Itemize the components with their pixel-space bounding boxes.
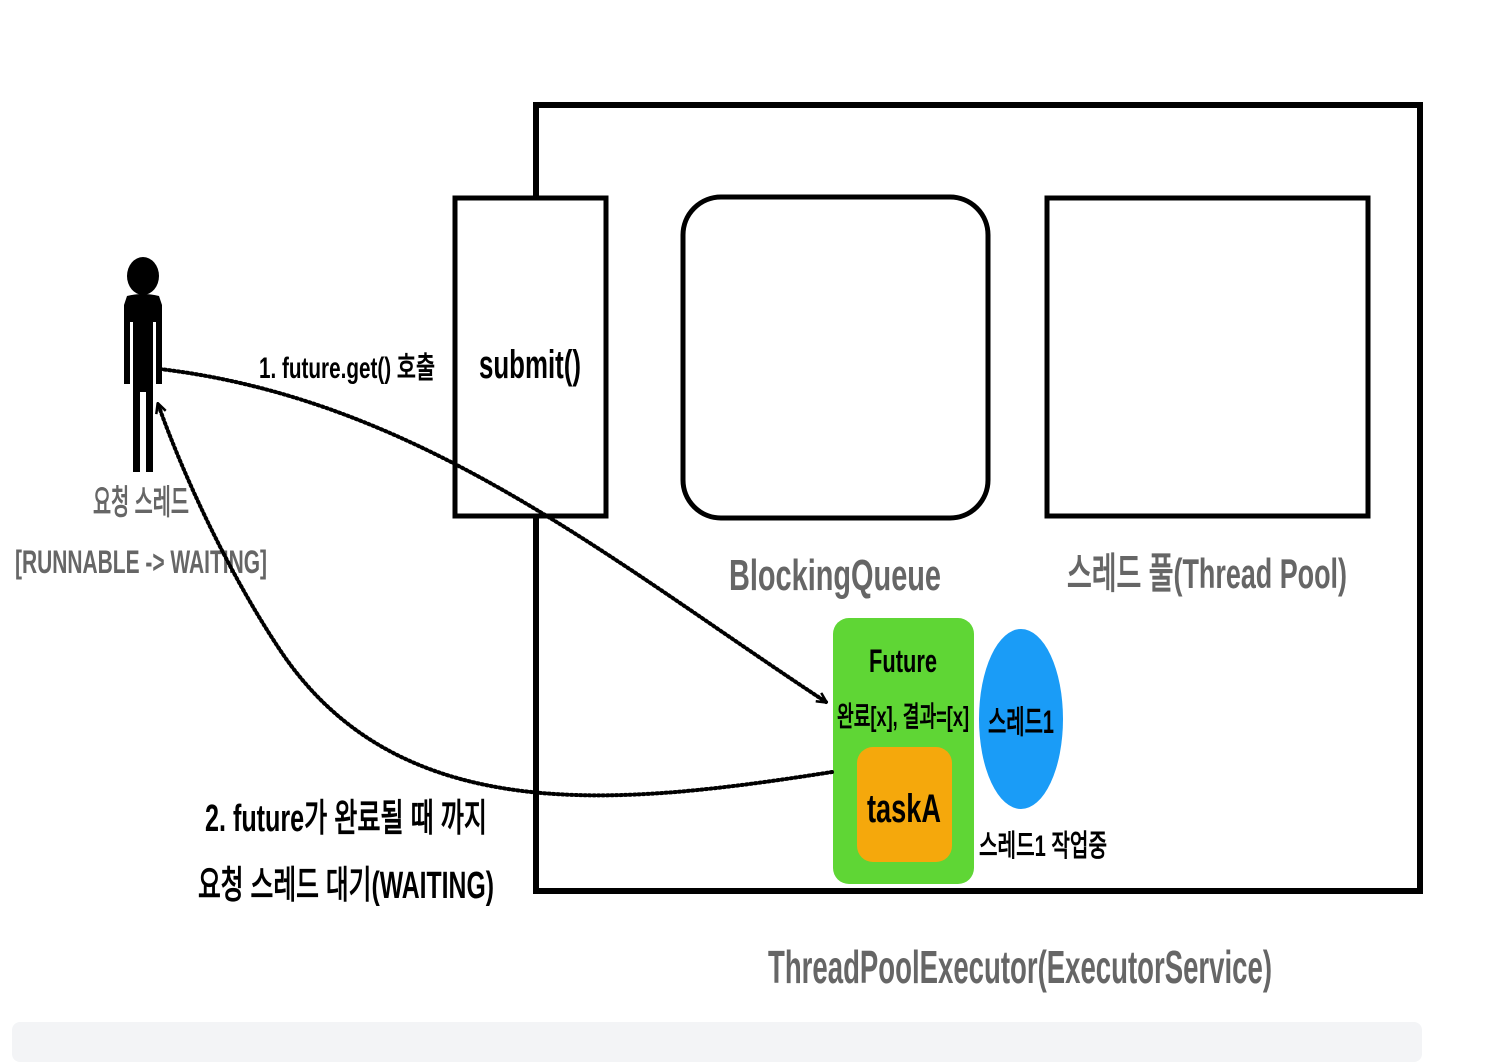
actor-name: 요청 스레드 bbox=[93, 484, 189, 522]
step2-line1: 2. future가 완료될 때 까지 bbox=[205, 798, 487, 840]
thread-pool-box bbox=[1044, 195, 1371, 519]
thread1-label: 스레드1 bbox=[988, 704, 1054, 740]
task-label: taskA bbox=[867, 787, 941, 831]
actor-state: [RUNNABLE -> WAITING] bbox=[15, 544, 267, 580]
actor-body bbox=[124, 294, 162, 472]
step2-line2: 요청 스레드 대기(WAITING) bbox=[198, 865, 494, 907]
task-box bbox=[857, 747, 952, 862]
actor-head bbox=[127, 257, 159, 295]
blocking-queue-label: BlockingQueue bbox=[729, 551, 941, 600]
step1-label: 1. future.get() 호출 bbox=[259, 352, 435, 385]
submit-label: submit() bbox=[479, 343, 581, 387]
future-state: 완료[x], 결과=[x] bbox=[837, 701, 969, 732]
submit-box bbox=[452, 195, 609, 519]
executor-box bbox=[533, 102, 1423, 894]
get-call-arrow bbox=[158, 367, 826, 702]
actor-figure bbox=[124, 257, 162, 472]
thread1-circle bbox=[979, 629, 1063, 809]
future-title: Future bbox=[869, 643, 937, 679]
bottom-bar bbox=[12, 1022, 1422, 1062]
thread1-status: 스레드1 작업중 bbox=[979, 830, 1107, 863]
executor-label: ThreadPoolExecutor(ExecutorService) bbox=[768, 941, 1272, 993]
thread-pool-label: 스레드 풀(Thread Pool) bbox=[1067, 550, 1347, 597]
blocking-queue-box bbox=[680, 194, 991, 521]
wait-arrow bbox=[158, 404, 834, 798]
